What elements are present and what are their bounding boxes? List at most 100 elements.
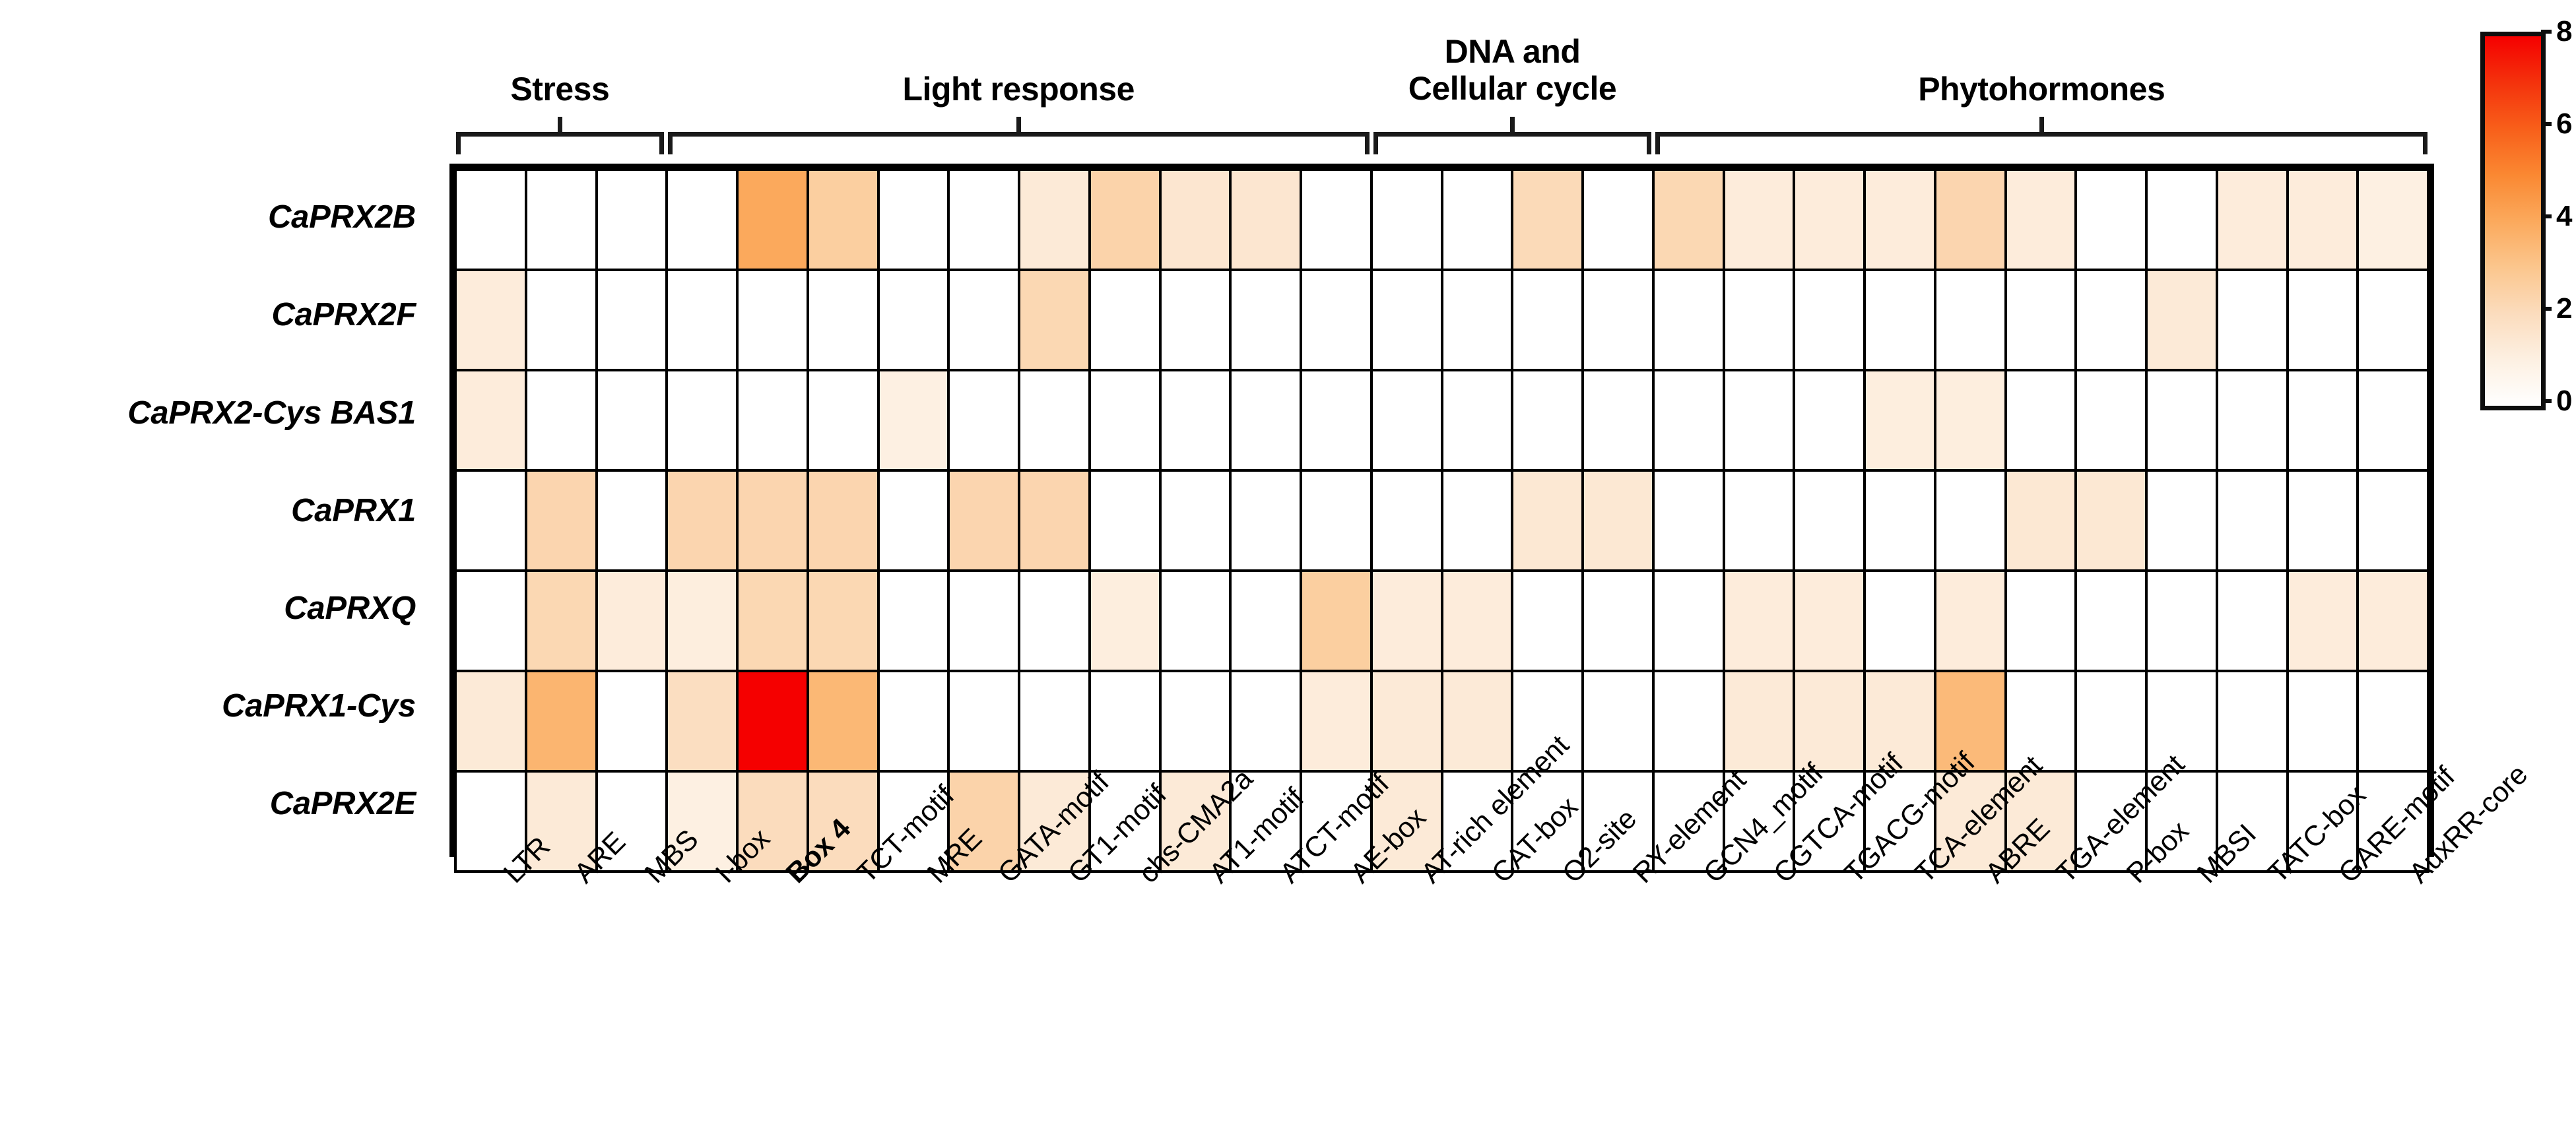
heatmap-cell <box>876 269 950 371</box>
heatmap-cell <box>2004 670 2078 773</box>
heatmap-cell <box>1722 168 1796 271</box>
heatmap-cell <box>524 670 598 773</box>
heatmap-cell <box>1722 369 1796 472</box>
heatmap-cell <box>665 269 739 371</box>
heatmap-cell <box>595 670 669 773</box>
heatmap-cell <box>665 569 739 672</box>
heatmap-cell <box>2004 269 2078 371</box>
heatmap-row <box>454 469 2430 572</box>
heatmap-cell <box>1793 168 1866 271</box>
heatmap-cell <box>876 670 950 773</box>
heatmap-cell <box>947 469 1020 572</box>
heatmap-cell <box>2145 269 2218 371</box>
heatmap-cell <box>1440 569 1514 672</box>
heatmap-cell <box>2215 369 2289 472</box>
heatmap-cell <box>1863 269 1936 371</box>
colorbar-tick-label-4: 4 <box>2556 200 2573 232</box>
heatmap-cell <box>1088 168 1162 271</box>
heatmap-cell <box>1511 269 1584 371</box>
heatmap-cell <box>2074 670 2148 773</box>
heatmap-cell <box>1793 670 1866 773</box>
heatmap-cell <box>1300 469 1373 572</box>
heatmap-cell <box>806 168 880 271</box>
group-bracket-dna-and-cellular-cycle <box>1373 117 1652 154</box>
heatmap-cell <box>2215 168 2289 271</box>
heatmap-cell <box>806 369 880 472</box>
heatmap-cell <box>1370 469 1443 572</box>
heatmap-cell <box>524 369 598 472</box>
heatmap-cell <box>2004 168 2078 271</box>
heatmap-cell <box>806 670 880 773</box>
heatmap-cell <box>1863 670 1936 773</box>
heatmap-cell <box>1511 369 1584 472</box>
heatmap-cell <box>2356 569 2430 672</box>
heatmap-cell <box>1793 770 1866 873</box>
heatmap-cell <box>524 168 598 271</box>
heatmap-cell <box>2215 469 2289 572</box>
heatmap-cell <box>2286 269 2360 371</box>
heatmap-cell <box>806 269 880 371</box>
heatmap-cell <box>1511 569 1584 672</box>
heatmap-cell <box>1158 670 1232 773</box>
heatmap-cell <box>2145 770 2218 873</box>
heatmap-cell <box>454 770 527 873</box>
heatmap-cell <box>1018 168 1091 271</box>
heatmap-cell <box>1511 670 1584 773</box>
heatmap-cell <box>595 469 669 572</box>
heatmap-cell <box>2074 770 2148 873</box>
heatmap-cell <box>1581 670 1655 773</box>
heatmap-cell <box>1440 168 1514 271</box>
heatmap-cell <box>736 168 809 271</box>
heatmap-cell <box>1933 469 2007 572</box>
heatmap-cell <box>1863 469 1936 572</box>
heatmap-cell <box>947 569 1020 672</box>
row-label-caprx2b: CaPRX2B <box>268 199 416 236</box>
heatmap-cell <box>1088 269 1162 371</box>
heatmap-cell <box>736 670 809 773</box>
heatmap-row <box>454 770 2430 873</box>
colorbar-tick <box>2541 214 2552 218</box>
heatmap-cell <box>1581 168 1655 271</box>
heatmap-cell <box>524 770 598 873</box>
heatmap-cell <box>1229 770 1302 873</box>
heatmap-cell <box>1651 670 1725 773</box>
heatmap-cell <box>595 569 669 672</box>
colorbar-tick <box>2541 122 2552 126</box>
heatmap-cell <box>1440 770 1514 873</box>
heatmap-cell <box>2215 670 2289 773</box>
heatmap-cell <box>1793 369 1866 472</box>
heatmap-cell <box>454 269 527 371</box>
heatmap-cell <box>1088 369 1162 472</box>
heatmap-cell <box>1933 369 2007 472</box>
heatmap-cell <box>2215 770 2289 873</box>
heatmap-cell <box>1370 569 1443 672</box>
heatmap-cell <box>454 469 527 572</box>
heatmap-cell <box>1088 770 1162 873</box>
heatmap-cell <box>1863 770 1936 873</box>
heatmap-cell <box>2145 369 2218 472</box>
heatmap-cell <box>2004 469 2078 572</box>
heatmap-cell <box>665 670 739 773</box>
heatmap-cell <box>876 168 950 271</box>
heatmap-cell <box>1229 168 1302 271</box>
heatmap-cell <box>595 770 669 873</box>
heatmap-cell <box>1370 269 1443 371</box>
heatmap-cell <box>1370 168 1443 271</box>
heatmap-cell <box>1651 770 1725 873</box>
heatmap-cell <box>1158 569 1232 672</box>
row-label-caprx1: CaPRX1 <box>291 492 416 528</box>
heatmap-cell <box>2145 168 2218 271</box>
heatmap-cell <box>2356 670 2430 773</box>
bracket-stem-icon <box>1510 117 1515 137</box>
heatmap-cell <box>1088 670 1162 773</box>
row-label-caprx2e: CaPRX2E <box>269 786 416 822</box>
group-bracket-phytohormones <box>1655 117 2428 154</box>
heatmap-cell <box>454 569 527 672</box>
heatmap-cell <box>1581 369 1655 472</box>
heatmap-cell <box>2074 369 2148 472</box>
heatmap-cell <box>1651 569 1725 672</box>
heatmap-cell <box>1511 469 1584 572</box>
heatmap-cell <box>1793 569 1866 672</box>
group-bracket-light-response <box>667 117 1370 154</box>
heatmap-cell <box>1300 369 1373 472</box>
